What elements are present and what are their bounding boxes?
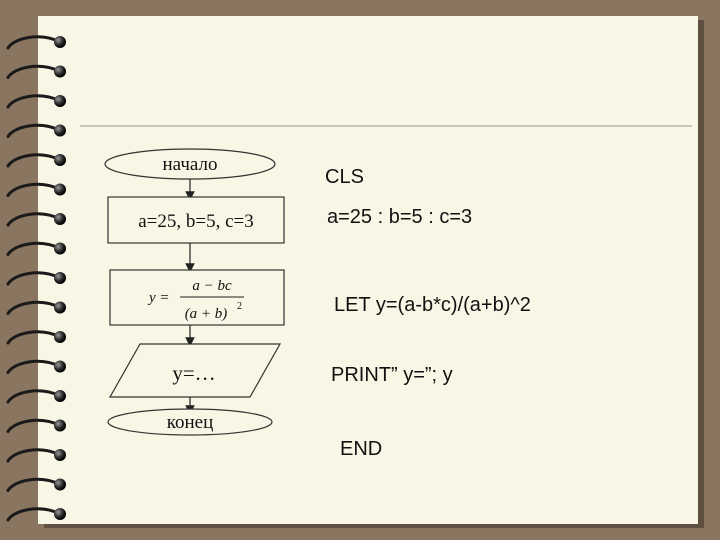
spiral-hole [54,360,66,373]
end-label: конец [167,412,214,433]
spiral-hole [54,213,66,225]
formula-denominator: (a + b) [185,306,228,322]
code-line-cls: CLS [325,166,364,188]
spiral-hole [54,508,66,520]
spiral-hole [54,154,66,166]
formula-numerator: a − bc [192,278,232,294]
output-parallelogram [108,343,282,398]
spiral-hole [54,390,66,402]
spiral-hole [54,124,66,137]
spiral-hole [54,478,66,491]
code-line-end: END [340,438,382,460]
start-label: начало [163,154,218,175]
code-line-print: PRINT” y=”; y [331,364,453,386]
spiral-hole [54,242,66,255]
spiral-hole [54,95,66,107]
spiral-hole [54,449,66,461]
spiral-hole [54,419,66,432]
assign-label: a=25, b=5, c=3 [138,211,254,232]
spiral-hole [54,183,66,196]
spiral-hole [54,301,66,314]
code-line-assign: a=25 : b=5 : c=3 [327,206,472,228]
output-label: y=… [172,361,215,385]
code-line-let: LET y=(a-b*c)/(a+b)^2 [334,294,531,316]
spiral-hole [54,36,66,48]
spiral-hole [54,65,66,78]
flowchart: начало a=25, b=5, c=3 y = a − bc (a + b)… [104,148,285,436]
formula-exponent: 2 [237,301,242,312]
spiral-binding [6,35,66,522]
basic-code: CLS a=25 : b=5 : c=3 LET y=(a-b*c)/(a+b)… [325,166,531,460]
spiral-hole [54,331,66,343]
end-terminal [107,408,273,436]
spiral-hole [54,272,66,284]
assign-box [107,196,285,244]
formula-lhs: y = [147,290,170,306]
